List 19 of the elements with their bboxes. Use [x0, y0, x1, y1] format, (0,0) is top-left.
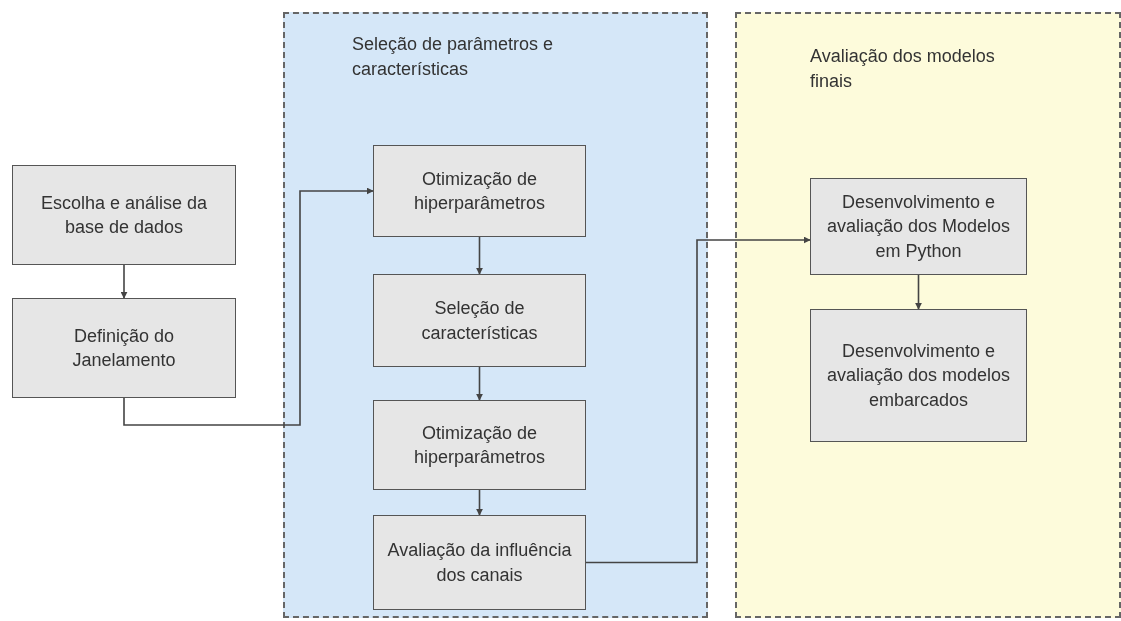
group-title: Avaliação dos modelos finais [810, 45, 996, 94]
arrow [476, 489, 483, 516]
arrow [915, 274, 922, 310]
process-box: Seleção de características [373, 274, 586, 367]
arrow [476, 236, 483, 275]
arrow [585, 236, 811, 564]
process-box: Otimização de hiperparâmetros [373, 145, 586, 237]
process-box: Otimização de hiperparâmetros [373, 400, 586, 490]
group-title: Seleção de parâmetros e características [352, 33, 555, 82]
process-box: Escolha e análise da base de dados [12, 165, 236, 265]
process-box: Desenvolvimento e avaliação dos Modelos em Python [810, 178, 1027, 275]
dashed-group-region [283, 12, 708, 618]
process-box: Definição do Janelamento [12, 298, 236, 398]
arrow [120, 264, 128, 299]
process-box: Desenvolvimento e avaliação dos modelos embarcados [810, 309, 1027, 442]
process-box: Avaliação da influência dos canais [373, 515, 586, 610]
dashed-group-region [735, 12, 1121, 618]
arrow [123, 187, 374, 426]
arrow [476, 366, 483, 401]
